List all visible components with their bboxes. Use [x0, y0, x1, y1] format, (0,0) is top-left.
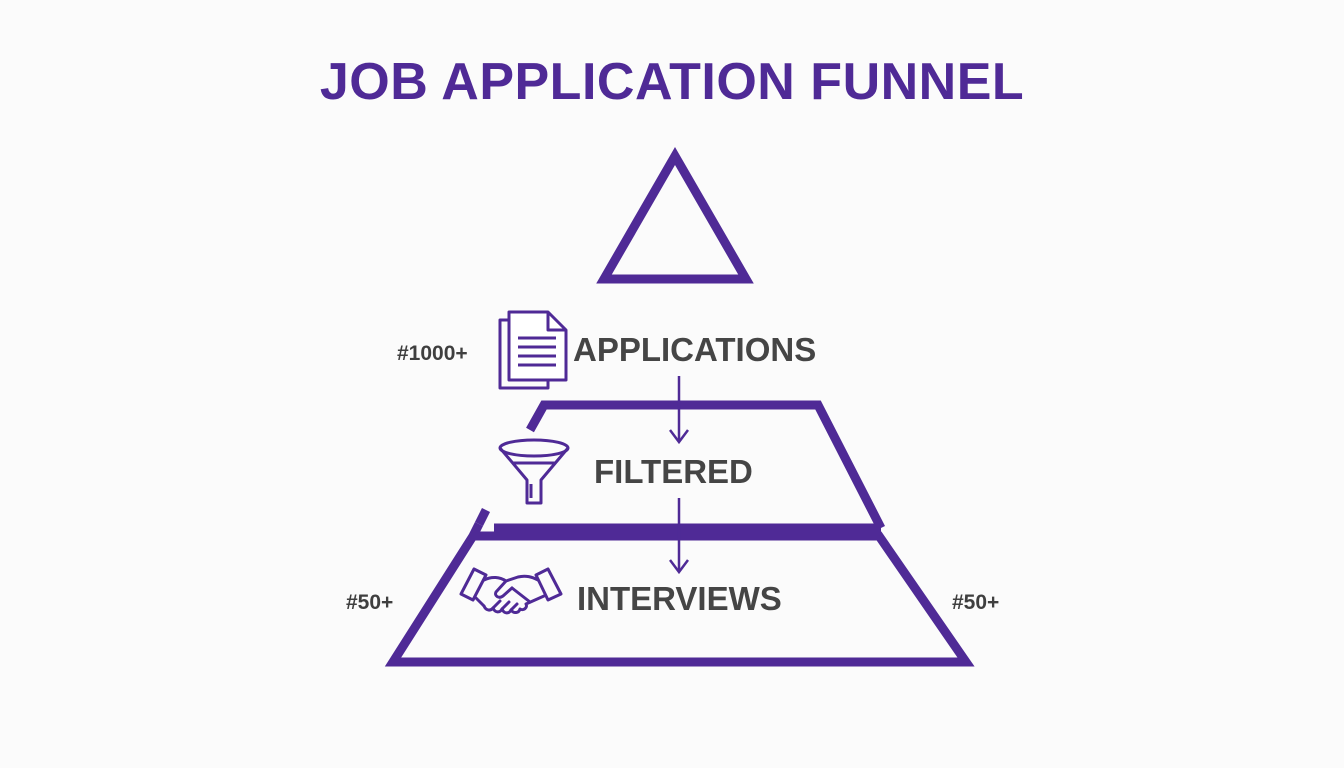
count-applications: #1000+	[397, 342, 468, 365]
bottom-tier-left-stub	[474, 507, 491, 527]
document-icon	[498, 310, 568, 390]
top-triangle	[596, 146, 754, 284]
funnel-icon	[498, 438, 570, 505]
bottom-tier-outline	[384, 521, 975, 667]
middle-tier-outline	[526, 400, 886, 531]
stage-label-filtered: FILTERED	[594, 453, 753, 490]
diagram-title: JOB APPLICATION FUNNEL	[319, 53, 1025, 111]
arrow-applications-to-filtered	[669, 376, 689, 445]
handshake-icon	[459, 567, 563, 615]
count-interviews-right: #50+	[952, 591, 999, 614]
count-interviews-left: #50+	[346, 591, 393, 614]
arrow-filtered-to-interviews	[669, 498, 689, 575]
stage-label-interviews: INTERVIEWS	[577, 580, 782, 617]
stage-label-applications: APPLICATIONS	[573, 331, 816, 368]
